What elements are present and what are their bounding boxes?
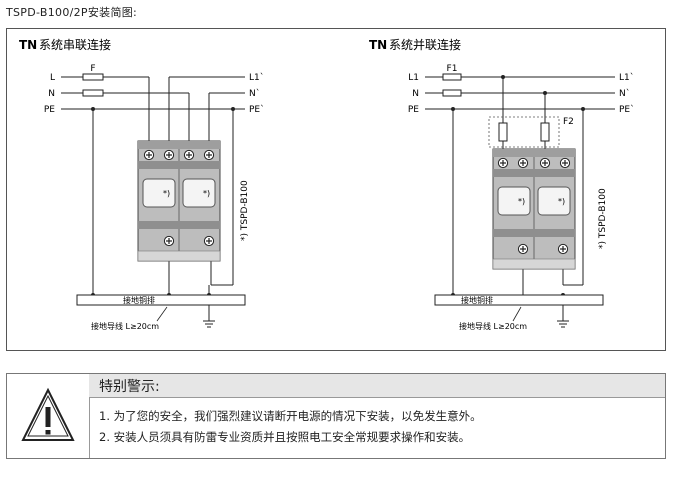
parallel-label-pe: PE <box>408 105 419 115</box>
series-title-text: 系统串联连接 <box>39 37 111 52</box>
parallel-fuse1-l-icon <box>442 73 462 81</box>
warning-title: 特别警示: <box>99 379 160 395</box>
parallel-fuse1-label: F1 <box>447 64 458 74</box>
parallel-ground-wire-label: 接地导线 L≥20cm <box>459 321 527 331</box>
series-fuse-n-icon <box>82 89 104 97</box>
parallel-model-label: *) TSPD-B100 <box>598 188 608 249</box>
page-title: TSPD-B100/2P安装简图: <box>6 6 138 19</box>
parallel-fuse2-l-icon <box>498 122 508 142</box>
series-label-pe: PE <box>44 105 55 115</box>
series-module-mark-1: *) <box>163 189 170 198</box>
warning-line-1: 1. 为了您的安全，我们强烈建议请断开电源的情况下安装，以免发生意外。 <box>99 409 482 423</box>
parallel-busbar <box>434 294 604 306</box>
series-label-l: L <box>50 73 55 83</box>
series-label-n-out: N` <box>249 88 260 99</box>
parallel-diagram: TN 系统并联连接 L1 N PE L1` N` PE` F1 F2 <box>369 37 635 331</box>
warning-triangle-icon <box>21 387 75 441</box>
parallel-fuse2-n-icon <box>540 122 550 142</box>
parallel-fuse2-label: F2 <box>563 117 574 127</box>
parallel-module-mark-1: *) <box>518 197 525 206</box>
diagram-frame: TN 系统串联连接 L N PE L1` N` PE` F <box>6 28 666 351</box>
warning-line-2: 2. 安装人员须具有防雷专业资质并且按照电工安全常规要求操作和安装。 <box>99 430 471 444</box>
series-ground-wire-label: 接地导线 L≥20cm <box>91 321 159 331</box>
series-label-n: N <box>48 89 55 99</box>
parallel-label-n-out: N` <box>619 88 630 99</box>
parallel-label-l1-out: L1` <box>619 72 634 83</box>
series-busbar-label: 接地铜排 <box>123 295 155 305</box>
series-label-l1-out: L1` <box>249 72 264 83</box>
parallel-fuse2-box <box>488 116 560 148</box>
parallel-title-text: 系统并联连接 <box>389 37 461 52</box>
series-title-bold: TN <box>19 38 37 52</box>
series-label-pe-out: PE` <box>249 104 265 115</box>
series-spd-device: *) *) <box>137 140 221 262</box>
parallel-label-n: N <box>412 89 419 99</box>
series-busbar <box>76 294 246 306</box>
warning-icon-cell <box>7 374 90 458</box>
warning-header: 特别警示: <box>89 374 665 398</box>
parallel-label-pe-out: PE` <box>619 104 635 115</box>
series-fuse-l-icon <box>82 73 104 81</box>
wiring-diagrams: TN 系统串联连接 L N PE L1` N` PE` F <box>19 37 635 331</box>
parallel-label-l1: L1 <box>408 73 419 83</box>
series-module-mark-2: *) <box>203 189 210 198</box>
parallel-title-bold: TN <box>369 38 387 52</box>
parallel-module-mark-2: *) <box>558 197 565 206</box>
parallel-busbar-label: 接地铜排 <box>461 295 493 305</box>
series-model-label: *) TSPD-B100 <box>240 180 250 241</box>
parallel-fuse1-n-icon <box>442 89 462 97</box>
warning-box: 特别警示: 1. 为了您的安全，我们强烈建议请断开电源的情况下安装，以免发生意外… <box>6 373 666 459</box>
series-fuse-label: F <box>90 64 95 74</box>
parallel-spd-device: *) *) <box>492 148 576 270</box>
series-diagram: TN 系统串联连接 L N PE L1` N` PE` F <box>19 37 265 331</box>
